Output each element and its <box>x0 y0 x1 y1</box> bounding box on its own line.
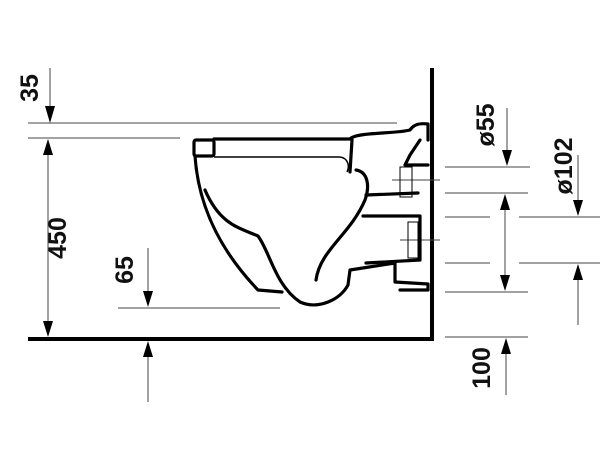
dim-65-label: 65 <box>111 256 139 284</box>
dim-d102-label: ø102 <box>550 138 578 195</box>
toilet-outline <box>192 122 430 307</box>
dim-d55-label: ø55 <box>472 103 500 146</box>
dimension-arrows <box>43 68 583 402</box>
dim-100-label: 100 <box>468 347 496 389</box>
dim-35-label: 35 <box>16 74 44 102</box>
dim-450-label: 450 <box>44 217 72 259</box>
reference-lines <box>28 122 600 338</box>
